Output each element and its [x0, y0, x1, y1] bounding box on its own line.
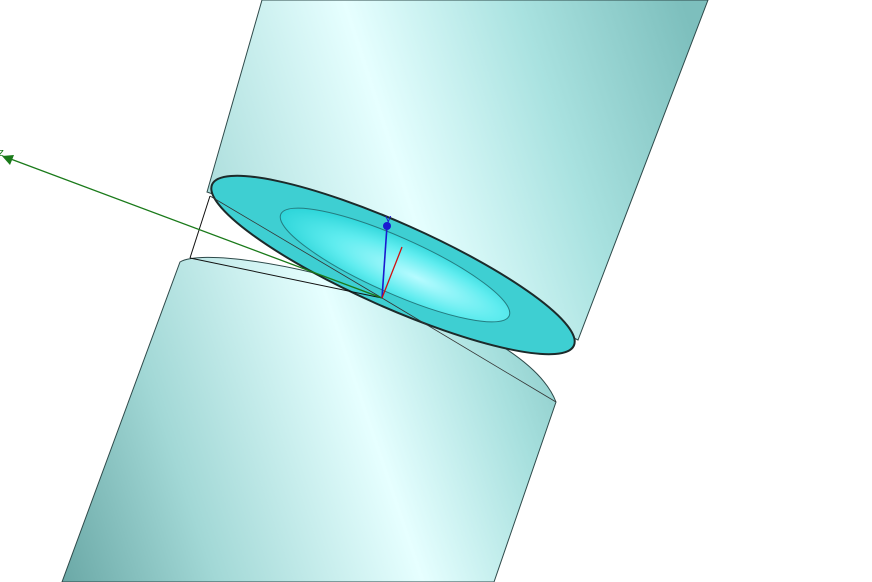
y-axis-tip — [383, 222, 391, 230]
coordinate-axes-icon: z y — [0, 146, 403, 299]
z-axis-arrowhead — [2, 155, 14, 165]
y-axis-label: y — [385, 212, 392, 225]
gap-edge-bottom-lower — [381, 297, 557, 403]
y-axis — [381, 225, 388, 299]
z-axis-label: z — [0, 146, 4, 159]
gap-edge-left — [189, 195, 211, 259]
x-axis — [381, 246, 403, 299]
gap-edge-top — [209, 195, 383, 299]
z-axis — [7, 157, 383, 299]
gap-edge-bottom — [189, 257, 383, 299]
